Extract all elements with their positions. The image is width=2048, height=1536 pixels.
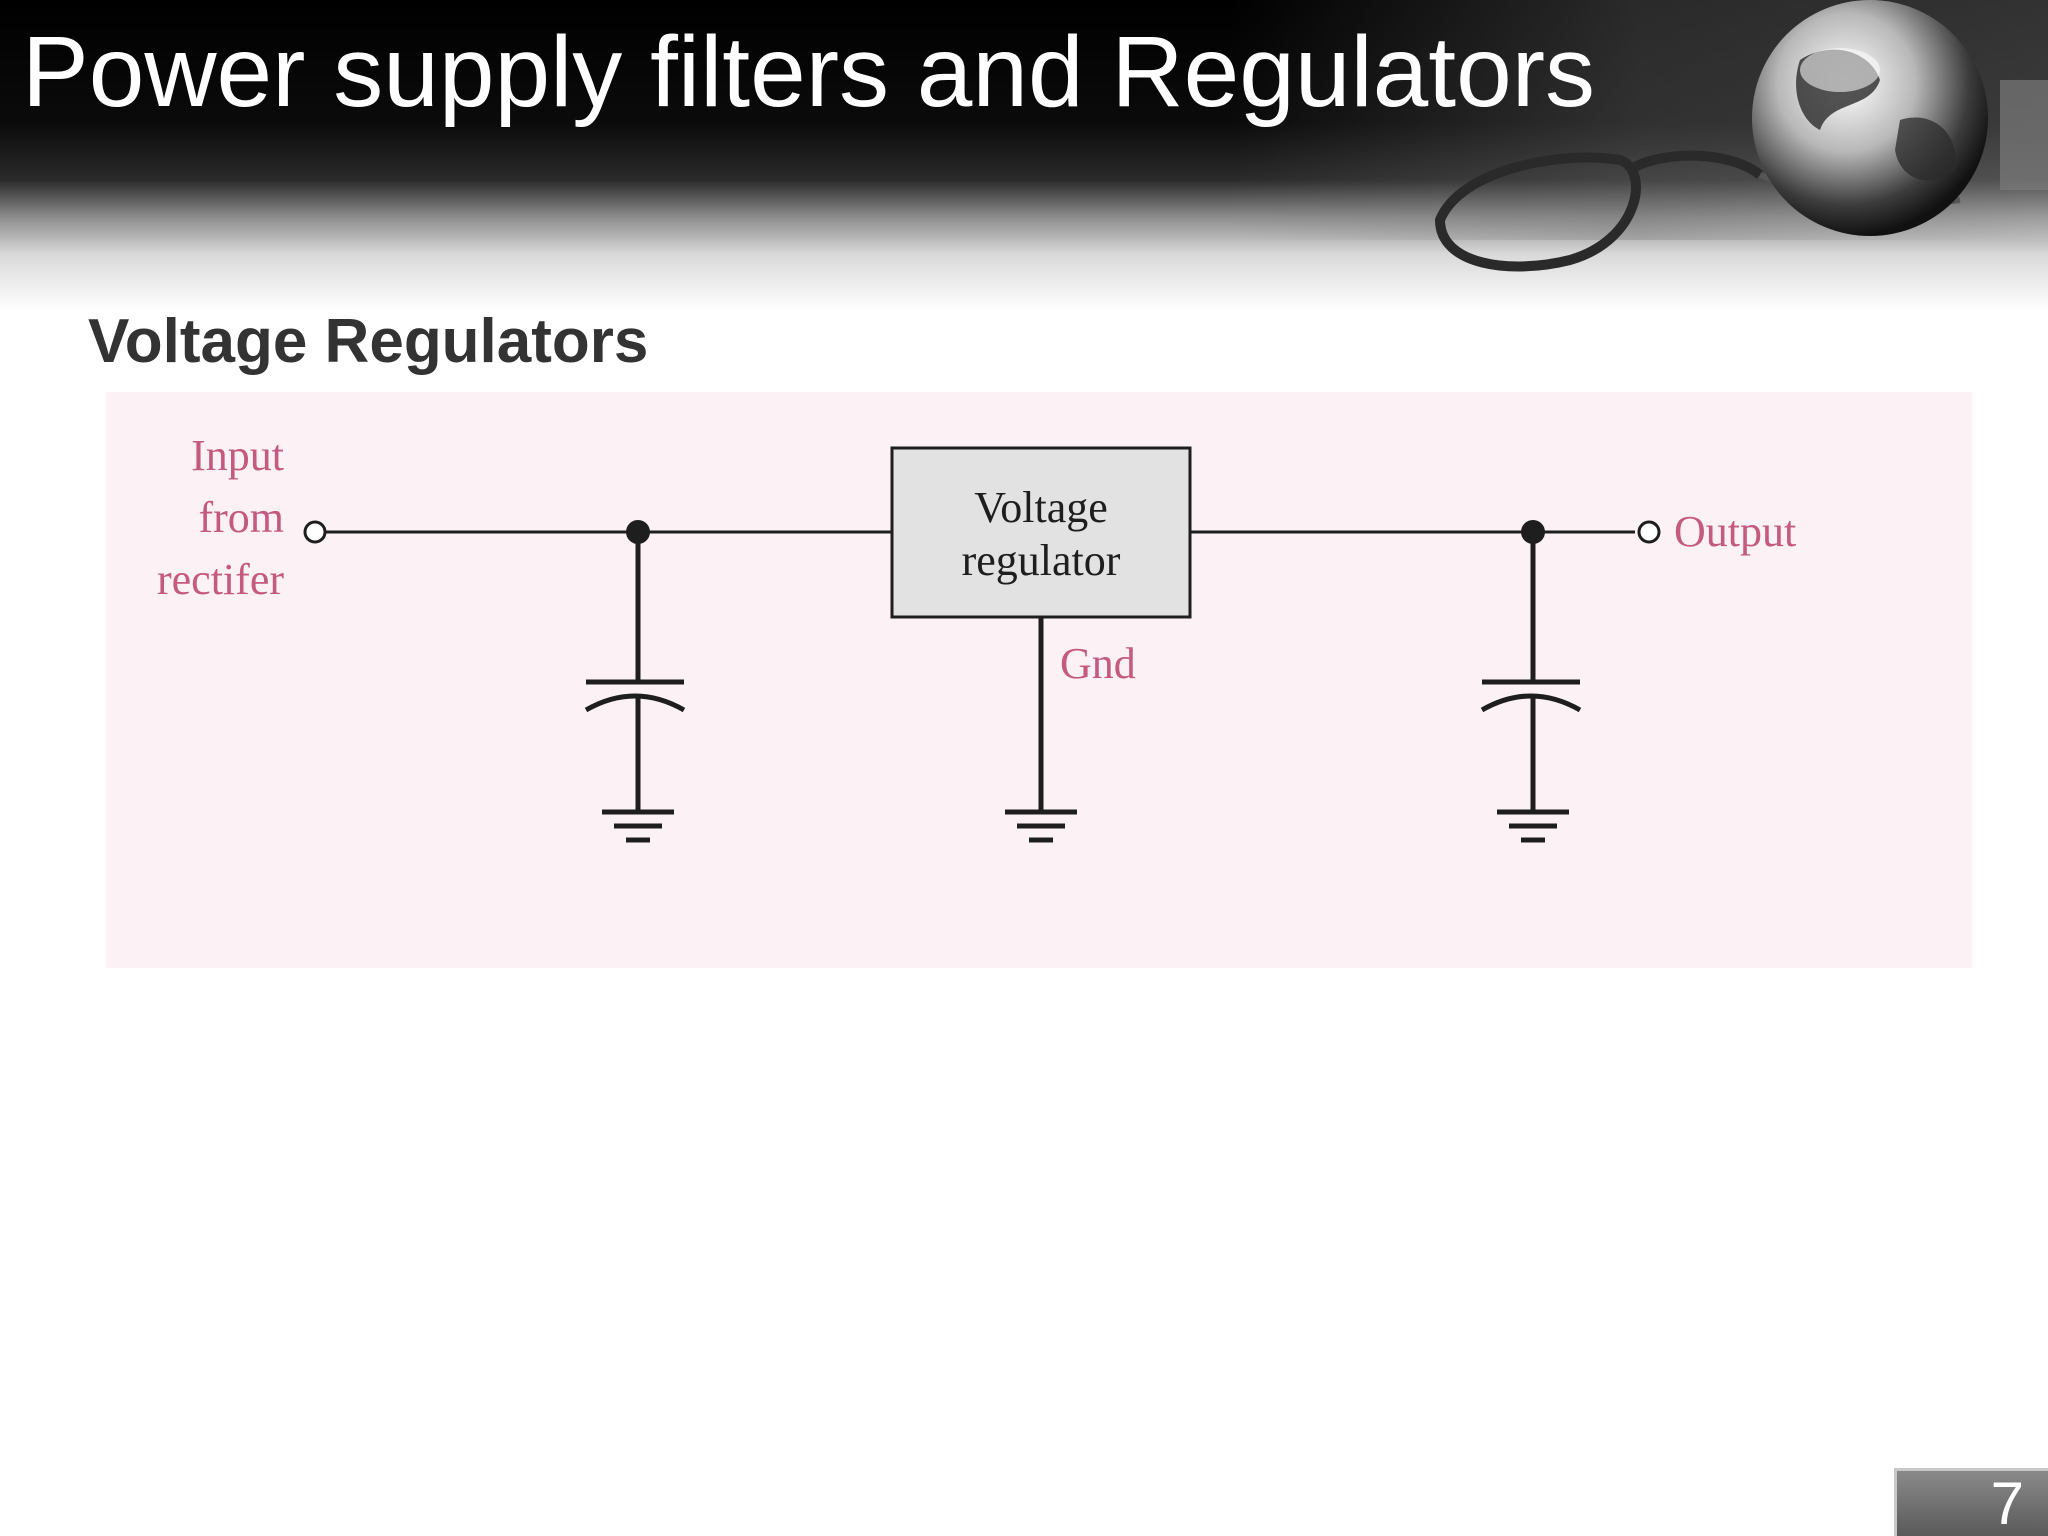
header-sheen	[0, 0, 2048, 240]
input-label-line-3: rectifer	[157, 555, 284, 604]
page-number-badge: 7	[1894, 1468, 2048, 1536]
output-terminal	[1637, 520, 1661, 544]
output-filter-capacitor	[1480, 532, 1582, 812]
regulator-ground-symbol	[1005, 809, 1077, 843]
input-filter-capacitor	[584, 532, 686, 812]
output-label: Output	[1674, 507, 1796, 556]
globe-and-glasses-graphic	[1434, 0, 2048, 272]
slide-title: Power supply filters and Regulators	[22, 16, 1595, 128]
section-heading: Voltage Regulators	[88, 307, 649, 376]
input-terminal	[303, 520, 327, 544]
input-ground-symbol	[602, 809, 674, 843]
regulator-label-line-2: regulator	[962, 536, 1121, 585]
voltage-regulator-block	[890, 446, 1192, 619]
input-label-line-1: Input	[191, 431, 284, 480]
glasses-icon	[1434, 150, 1764, 272]
page-number: 7	[1990, 1470, 2024, 1536]
circuit-diagram: Voltage regulator Input from rectifer Gn…	[157, 431, 1796, 843]
ground-pin-label: Gnd	[1060, 639, 1136, 688]
input-label-line-2: from	[198, 493, 284, 542]
regulator-label-line-1: Voltage	[974, 483, 1108, 532]
globe-icon	[1752, 0, 1988, 236]
output-ground-symbol	[1497, 809, 1569, 843]
voltage-regulator-circuit-figure: Voltage regulator Input from rectifer Gn…	[106, 392, 1972, 968]
